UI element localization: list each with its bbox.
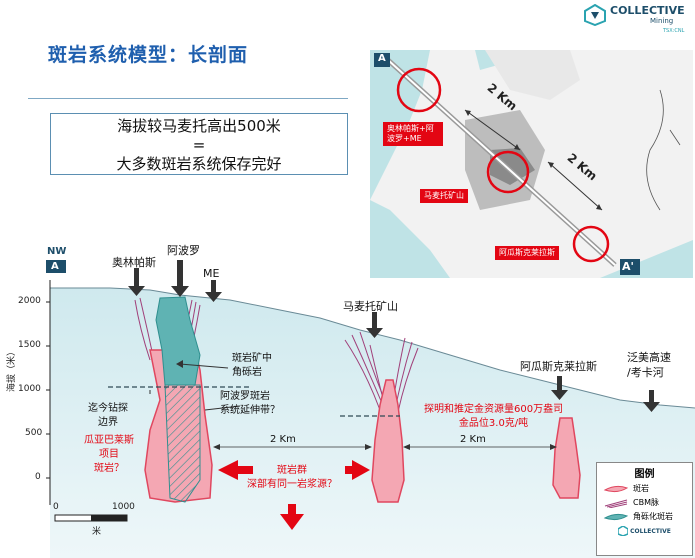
cbm-vein-swatch-icon — [604, 499, 628, 508]
legend-label-porphyry: 斑岩 — [633, 484, 649, 493]
label-porphyry-cluster-line-2: 深部有同一岩浆源？ — [247, 479, 337, 490]
label-apollo-extension: 阿波罗斑岩 系统延伸带？ — [220, 390, 280, 418]
title-divider — [28, 98, 348, 99]
label-apollo-extension-line-1: 阿波罗斑岩 — [220, 391, 270, 402]
scale-end: 1000 — [112, 502, 135, 512]
legend-title: 图例 — [634, 469, 655, 480]
label-resource-line-1: 探明和推定金资源量600万盎司 — [424, 404, 564, 415]
location-map — [370, 50, 693, 278]
legend-item-breccia: 角砾化斑岩 — [603, 511, 692, 522]
label-highway-line-1: 泛美高速 — [627, 351, 671, 364]
legend-item-porphyry: 斑岩 — [603, 483, 692, 494]
label-breccia: 斑岩矿中 角砾岩 — [232, 352, 272, 380]
label-porphyry-cluster-line-1: 斑岩群 — [277, 465, 307, 476]
long-section-diagram — [46, 260, 695, 558]
legend-brand: COLLECTIVE — [597, 526, 692, 536]
scale-start: 0 — [53, 502, 59, 512]
label-guayabales-line-2: 项目 — [99, 449, 119, 460]
section-nw-label: NW — [47, 246, 67, 257]
map-label-aguas-claras: 阿瓜斯克莱拉斯 — [495, 246, 559, 260]
label-breccia-line-1: 斑岩矿中 — [232, 353, 272, 364]
label-resource-line-2: 金品位3.0克/吨 — [458, 418, 529, 429]
label-porphyry-cluster: 斑岩群 深部有同一岩浆源？ — [247, 464, 337, 492]
y-tick-2000: 2000 — [18, 296, 41, 306]
label-drill-limit: 迄今钻探 边界 — [88, 402, 128, 430]
legend-logo-icon — [618, 526, 629, 536]
y-tick-0: 0 — [35, 472, 41, 482]
label-olympus: 奥林帕斯 — [112, 256, 156, 269]
label-guayabales: 瓜亚巴莱斯 项目 斑岩？ — [84, 434, 134, 476]
section-distance-1: 2 Km — [270, 434, 296, 445]
legend-brand-text: COLLECTIVE — [630, 527, 671, 535]
porphyry-swatch-icon — [603, 485, 629, 492]
legend-label-breccia: 角砾化斑岩 — [633, 512, 673, 521]
map-label-marmato: 马麦托矿山 — [420, 189, 468, 203]
label-resource: 探明和推定金资源量600万盎司 金品位3.0克/吨 — [424, 403, 563, 431]
section-distance-2: 2 Km — [460, 434, 486, 445]
map-corner-a-prime: A' — [622, 260, 634, 273]
logo-ticker: TSX:CNL — [663, 28, 685, 34]
section-a-label: A — [51, 261, 59, 272]
logo-wordmark: COLLECTIVE — [610, 4, 685, 17]
map-corner-a: A — [378, 53, 386, 64]
logo-subtitle: Mining — [650, 17, 674, 25]
legend-box: 图例 斑岩 CBM脉 角砾化斑岩 COLLECTIVE — [596, 462, 693, 556]
statement-line-3: 大多数斑岩系统保存完好 — [116, 155, 282, 173]
key-statement-box: 海拔较马麦托高出500米 = 大多数斑岩系统保存完好 — [50, 113, 348, 175]
label-marmato-mine: 马麦托矿山 — [343, 300, 398, 313]
label-highway-line-2: /考卡河 — [627, 366, 664, 379]
map-label-olympus-apollo-me: 奥林帕斯+阿波罗+ME — [383, 122, 443, 146]
label-drill-limit-line-1: 迄今钻探 — [88, 403, 128, 414]
breccia-swatch-icon — [603, 513, 629, 520]
label-apollo-extension-line-2: 系统延伸带？ — [220, 405, 280, 416]
statement-line-1: 海拔较马麦托高出500米 — [117, 117, 281, 135]
label-me: ME — [203, 267, 220, 280]
y-tick-1500: 1500 — [18, 340, 41, 350]
page-title: 斑岩系统模型：长剖面 — [48, 44, 249, 66]
collective-logo-icon — [584, 4, 606, 26]
label-guayabales-line-1: 瓜亚巴莱斯 — [84, 435, 134, 446]
label-drill-limit-line-2: 边界 — [98, 417, 118, 428]
label-apollo: 阿波罗 — [167, 244, 200, 257]
y-tick-500: 500 — [25, 428, 43, 438]
y-axis-title: 海拔（米） — [7, 346, 17, 392]
legend-item-cbm: CBM脉 — [603, 497, 692, 508]
label-aguas-claras: 阿瓜斯克莱拉斯 — [520, 360, 597, 373]
y-tick-1000: 1000 — [18, 384, 41, 394]
legend-label-cbm: CBM脉 — [633, 498, 659, 507]
label-guayabales-line-3: 斑岩？ — [94, 463, 124, 474]
label-highway: 泛美高速 /考卡河 — [627, 350, 671, 380]
label-breccia-line-2: 角砾岩 — [232, 367, 262, 378]
statement-line-2: = — [192, 136, 206, 154]
scale-unit: 米 — [92, 527, 102, 537]
